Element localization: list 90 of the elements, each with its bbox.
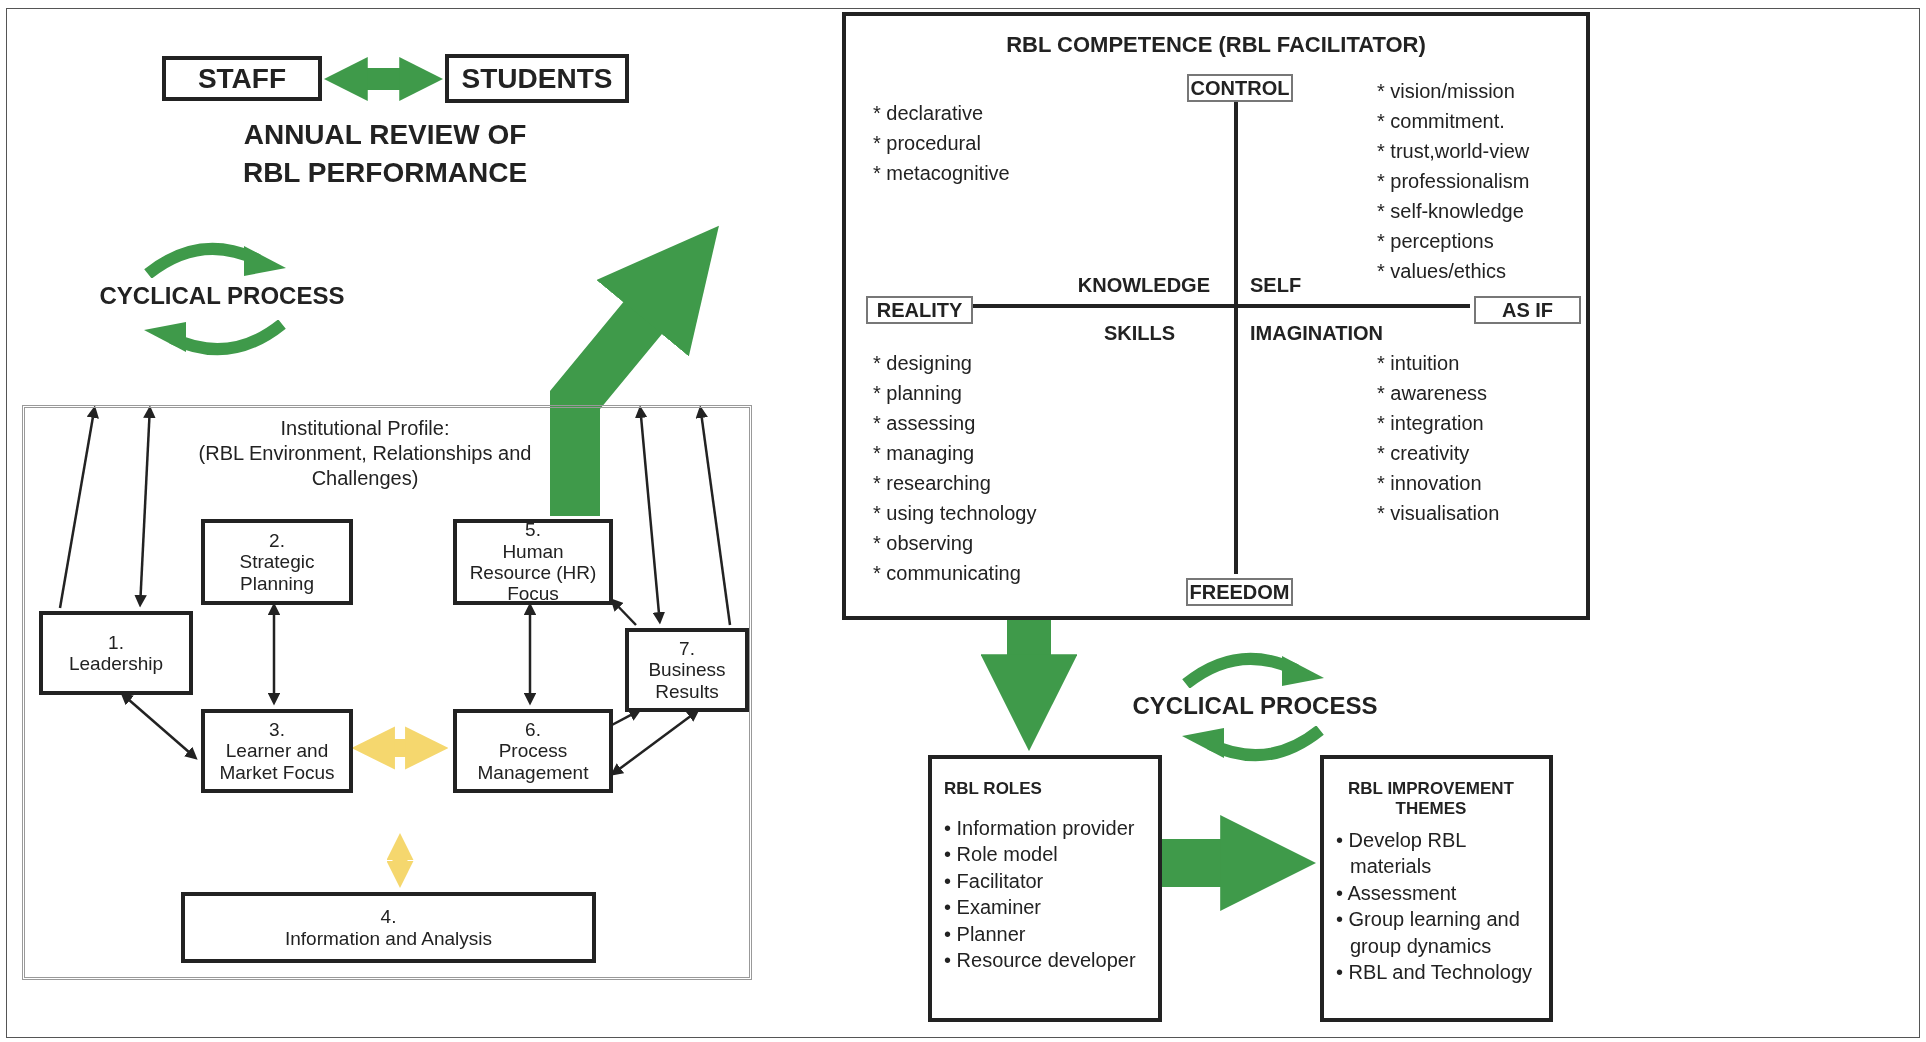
double-arrow bbox=[134, 405, 156, 608]
list-item: * professionalism bbox=[1377, 170, 1530, 193]
arrow bbox=[610, 598, 637, 626]
box-label: AS IF bbox=[1501, 298, 1554, 322]
caption-text: CYCLICAL PROCESS bbox=[1131, 691, 1379, 721]
box-label: REALITY bbox=[876, 298, 963, 322]
group-box bbox=[162, 56, 322, 101]
block-double-arrow bbox=[386, 833, 414, 888]
heading-text: ANNUAL REVIEW OF RBL PERFORMANCE bbox=[241, 118, 529, 190]
criterion-box bbox=[453, 519, 613, 605]
list-item: * integration bbox=[1377, 412, 1484, 435]
criterion-box bbox=[201, 519, 353, 605]
box-label: STUDENTS bbox=[461, 62, 613, 95]
criterion-box bbox=[39, 611, 193, 695]
item-number: 1. bbox=[108, 631, 124, 653]
arrow bbox=[695, 405, 732, 626]
list-title: RBL IMPROVEMENT THEMES bbox=[1347, 779, 1515, 819]
list-item: • Group learning and group dynamics bbox=[1336, 907, 1521, 959]
list-item: * declarative bbox=[873, 102, 984, 125]
quadrant-heading: SKILLS bbox=[1104, 322, 1176, 345]
list-item: • Role model bbox=[944, 842, 1059, 868]
list-box bbox=[928, 755, 1162, 1022]
double-arrow bbox=[634, 405, 666, 625]
list-item: * assessing bbox=[873, 412, 976, 435]
list-item: • Develop RBL materials bbox=[1336, 828, 1467, 880]
list-item: * commitment. bbox=[1377, 110, 1505, 133]
caption-text: CYCLICAL PROCESS bbox=[98, 281, 346, 311]
block-arrow bbox=[1162, 815, 1317, 911]
criterion-box bbox=[181, 892, 596, 963]
panel-title: RBL COMPETENCE (RBL FACILITATOR) bbox=[1005, 32, 1427, 58]
list-item: • Planner bbox=[944, 921, 1027, 947]
list-item: * communicating bbox=[873, 562, 1021, 585]
list-item: * planning bbox=[873, 382, 962, 405]
item-number: 6. bbox=[525, 719, 541, 741]
list-title: RBL ROLES bbox=[944, 779, 1043, 799]
criterion-label: Process Management bbox=[476, 740, 590, 783]
list-item: * visualisation bbox=[1377, 502, 1500, 525]
list-item: * innovation bbox=[1377, 472, 1482, 495]
list-item: • RBL and Technology bbox=[1336, 959, 1534, 985]
list-item: * using technology bbox=[873, 502, 1037, 525]
criterion-label: Business Results bbox=[647, 659, 727, 702]
criterion-label: Information and Analysis bbox=[285, 927, 492, 949]
box-label: STAFF bbox=[197, 62, 287, 95]
arrow bbox=[58, 405, 99, 609]
list-item: * managing bbox=[873, 442, 975, 465]
criterion-label: Human Resource (HR) Focus bbox=[468, 540, 598, 605]
list-item: • Facilitator bbox=[944, 868, 1045, 894]
list-item: * procedural bbox=[873, 132, 981, 155]
list-item: * perceptions bbox=[1377, 230, 1494, 253]
list-item: • Assessment bbox=[1336, 880, 1458, 906]
group-box bbox=[445, 54, 629, 103]
list-item: * metacognitive bbox=[873, 162, 1010, 185]
list-box bbox=[1320, 755, 1553, 1022]
block-arrow bbox=[980, 620, 1078, 752]
box-label: CONTROL bbox=[1190, 76, 1290, 100]
criterion-box bbox=[201, 709, 353, 793]
axis-label-box bbox=[866, 296, 973, 324]
list-item: • Resource developer bbox=[944, 947, 1137, 973]
list-item: • Examiner bbox=[944, 895, 1043, 921]
item-number: 2. bbox=[269, 530, 285, 552]
list-item: * designing bbox=[873, 352, 972, 375]
list-item: * self-knowledge bbox=[1377, 200, 1524, 223]
criterion-box bbox=[625, 628, 749, 712]
item-number: 5. bbox=[525, 519, 541, 541]
item-number: 7. bbox=[679, 638, 695, 660]
block-double-arrow bbox=[323, 57, 444, 101]
profile-panel bbox=[22, 405, 752, 980]
list-item: * observing bbox=[873, 532, 974, 555]
criterion-label: Leadership bbox=[69, 653, 163, 675]
axis-label-box bbox=[1474, 296, 1581, 324]
list-item: * vision/mission bbox=[1377, 80, 1515, 103]
quadrant-panel bbox=[842, 12, 1590, 620]
quadrant-heading: IMAGINATION bbox=[1250, 322, 1383, 345]
panel-heading: Institutional Profile: bbox=[279, 416, 451, 441]
list-item: • Information provider bbox=[944, 816, 1136, 841]
quadrant-heading: KNOWLEDGE bbox=[1077, 274, 1210, 297]
list-item: * values/ethics bbox=[1377, 260, 1506, 283]
list-item: * trust,world-view bbox=[1377, 140, 1530, 163]
criterion-label: Learner and Market Focus bbox=[218, 740, 336, 783]
list-item: * researching bbox=[873, 472, 991, 495]
criterion-box bbox=[453, 709, 613, 793]
box-label: FREEDOM bbox=[1189, 580, 1290, 604]
quadrant-heading: SELF bbox=[1250, 274, 1302, 297]
criterion-label: Strategic Planning bbox=[238, 551, 316, 594]
list-item: * creativity bbox=[1377, 442, 1470, 465]
panel-subheading: (RBL Environment, Relationships and Challenges) bbox=[197, 441, 533, 491]
list-item: * intuition bbox=[1377, 352, 1460, 375]
list-item: * awareness bbox=[1377, 382, 1488, 405]
item-number: 4. bbox=[380, 906, 397, 928]
item-number: 3. bbox=[269, 719, 285, 741]
